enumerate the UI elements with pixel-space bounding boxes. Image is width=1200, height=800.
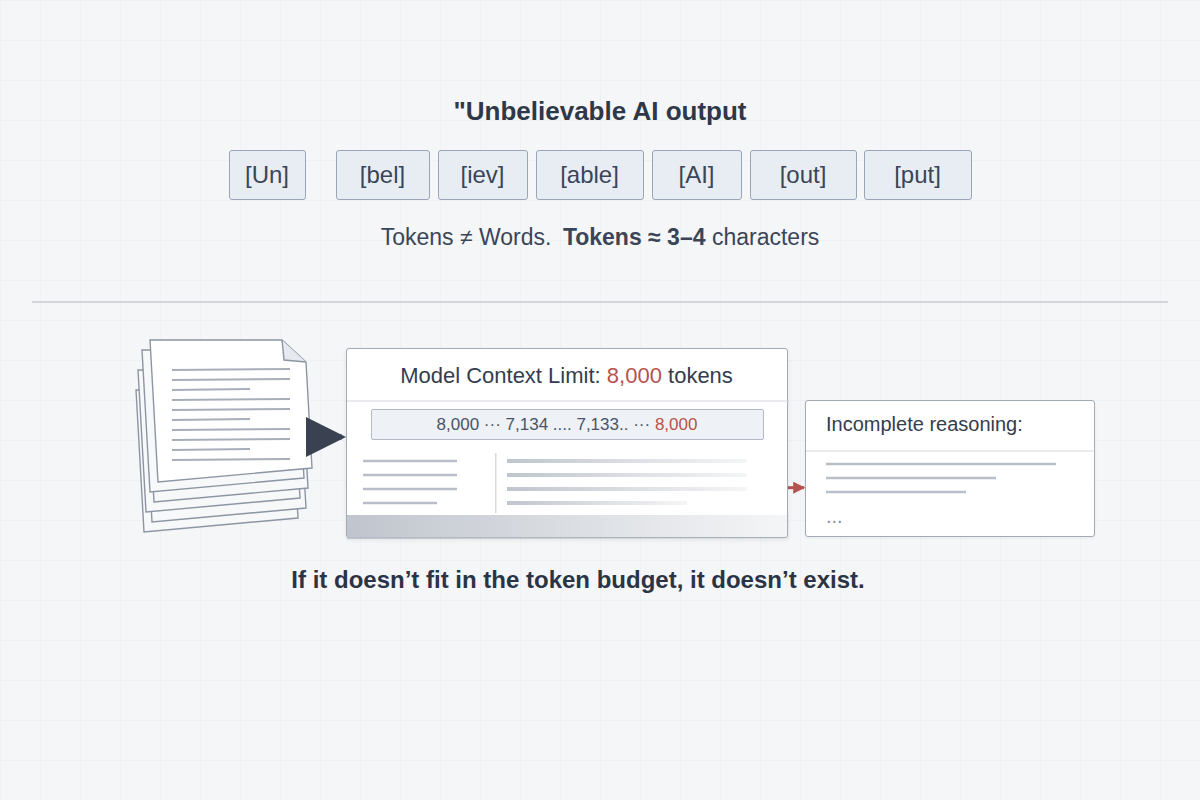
text-line	[172, 459, 290, 460]
box-heading: tokens	[668, 363, 733, 389]
text-line	[172, 409, 290, 410]
note-text: Tokens ≈ 3–4	[563, 224, 706, 251]
text-row: [AI]	[678, 161, 714, 189]
token-box: [AI]	[652, 150, 742, 200]
title: "Unbelievable AI output	[0, 96, 1200, 127]
column-rule	[495, 453, 497, 513]
token-label: [out]	[780, 161, 827, 189]
box-heading: Incomplete reasoning:	[826, 413, 1023, 436]
header-rule	[806, 451, 1096, 452]
token-label: [able]	[560, 161, 619, 189]
fading-text-line	[507, 459, 747, 463]
note-text: Tokens ≠ Words.	[381, 224, 552, 251]
token-note: Tokens ≠ Words. Tokens ≈ 3–4characters	[0, 224, 1200, 251]
text-line	[172, 429, 290, 430]
paper-sheet	[150, 340, 312, 482]
token-box: [Un]	[229, 150, 306, 200]
text-line	[172, 399, 290, 400]
page-fold	[282, 340, 306, 362]
document-stack	[136, 340, 312, 532]
text-line	[172, 419, 250, 420]
token-label: [put]	[894, 161, 941, 189]
text-row: Incomplete reasoning:	[826, 413, 1023, 436]
text-line	[363, 488, 457, 491]
text-row: [Un]	[245, 161, 289, 189]
truncation-strip	[347, 515, 789, 539]
text-row: [bel]	[360, 161, 405, 189]
fading-text-line	[507, 487, 747, 491]
token-box: [iev]	[438, 150, 528, 200]
text-row: [iev]	[460, 161, 504, 189]
text-row: Model Context Limit:8,000tokens	[400, 363, 733, 389]
header-rule	[347, 401, 789, 402]
token-label: [Un]	[245, 161, 289, 189]
token-label: [iev]	[460, 161, 504, 189]
divider-line	[32, 301, 1168, 303]
caption: If it doesn’t fit in the token budget, i…	[0, 566, 1156, 594]
token-box: [put]	[864, 150, 972, 200]
text-line	[172, 439, 290, 440]
text-line	[172, 379, 290, 380]
context-window-box: Model Context Limit:8,000tokens8,000 ···…	[346, 348, 788, 538]
text-row: 8,000 ··· 7,134 .... 7,133.. ···8,000	[437, 415, 698, 435]
token-label: [AI]	[678, 161, 714, 189]
token-label: [bel]	[360, 161, 405, 189]
fading-text-line	[507, 501, 687, 505]
text-line	[826, 491, 966, 494]
fading-text-line	[507, 473, 747, 477]
countdown-text: 8,000 ··· 7,134 .... 7,133.. ···	[437, 415, 651, 435]
token-box: [able]	[536, 150, 644, 200]
text-row: [able]	[560, 161, 619, 189]
note-text: characters	[712, 224, 819, 251]
text-row: [put]	[894, 161, 941, 189]
ellipsis-text: ...	[826, 505, 843, 528]
text-line	[826, 463, 1056, 466]
text-line	[363, 502, 437, 505]
text-line	[363, 474, 457, 477]
token-counter-bar: 8,000 ··· 7,134 .... 7,133.. ···8,000	[371, 409, 764, 440]
output-box: Incomplete reasoning:...	[805, 400, 1095, 537]
text-line	[172, 449, 250, 450]
token-box: [out]	[750, 150, 857, 200]
text-line	[172, 389, 250, 390]
token-box: [bel]	[336, 150, 430, 200]
text-line	[826, 477, 996, 480]
limit-number: 8,000	[655, 415, 698, 435]
overflow-trail	[717, 488, 789, 491]
text-line	[172, 369, 290, 370]
text-line	[363, 460, 457, 463]
limit-number: 8,000	[607, 363, 662, 389]
text-row: ...	[826, 505, 843, 528]
text-row: [out]	[780, 161, 827, 189]
input-arrow	[312, 435, 342, 440]
overflow-arrow	[788, 486, 804, 489]
box-heading: Model Context Limit:	[400, 363, 601, 389]
